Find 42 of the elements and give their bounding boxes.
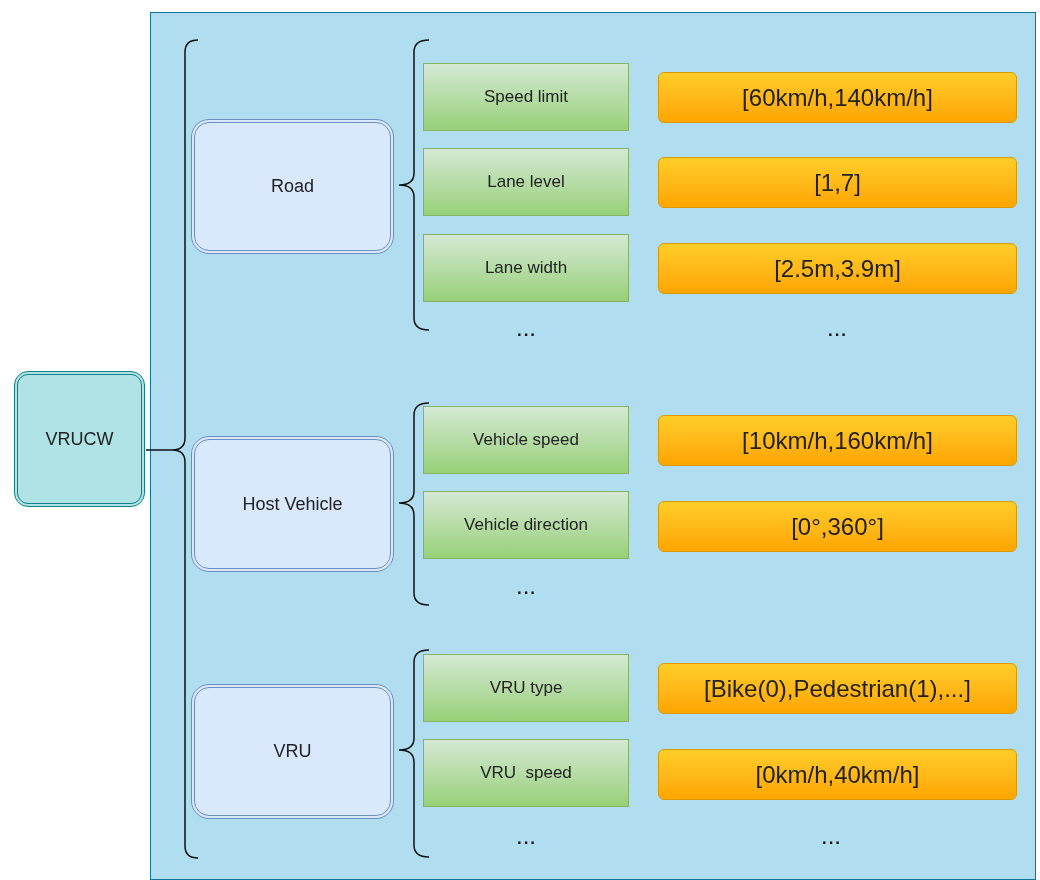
node-label: Road (270, 175, 315, 198)
ellipsis-text: ... (516, 824, 536, 848)
attribute-box (423, 148, 629, 216)
attribute-box (423, 406, 629, 474)
attribute-box (423, 739, 629, 807)
node-label: [0km/h,40km/h] (754, 759, 921, 790)
value-range-box (658, 663, 1017, 714)
node-label: Host Vehicle (241, 492, 344, 516)
value-range-box (658, 749, 1017, 800)
category-box (191, 119, 394, 254)
category-box (191, 684, 394, 819)
node-label: Lane level (486, 171, 566, 194)
node-label: [Bike(0),Pedestrian(1),...] (703, 673, 972, 704)
node-label: [10km/h,160km/h] (741, 425, 934, 456)
value-range-box (658, 157, 1017, 208)
node-label: VRU type (488, 677, 564, 700)
ellipsis-text: ... (516, 574, 536, 598)
node-label: Speed limit (482, 86, 570, 109)
node-label: Lane width (483, 257, 569, 280)
value-range-box (658, 501, 1017, 552)
attribute-box (423, 234, 629, 302)
category-box (191, 436, 394, 572)
attribute-box (423, 63, 629, 131)
ellipsis-text: ... (827, 316, 847, 340)
node-label: [2.5m,3.9m] (773, 253, 902, 284)
node-label: VRU (272, 740, 313, 763)
attribute-box (423, 491, 629, 559)
value-range-box (658, 415, 1017, 466)
node-label: [60km/h,140km/h] (741, 82, 934, 113)
value-range-box (658, 72, 1017, 123)
attribute-box (423, 654, 629, 722)
node-label: Vehicle speed (472, 429, 580, 452)
node-label: VRUCW (44, 427, 115, 451)
node-label: VRU speed (479, 762, 573, 785)
node-label: [0°,360°] (790, 511, 885, 542)
ellipsis-text: ... (516, 316, 536, 340)
node-label: [1,7] (813, 167, 862, 198)
ellipsis-text: ... (821, 824, 841, 848)
container-panel (150, 12, 1036, 880)
value-range-box (658, 243, 1017, 294)
node-label: Vehicle direction (463, 514, 589, 537)
root-box (14, 371, 145, 507)
